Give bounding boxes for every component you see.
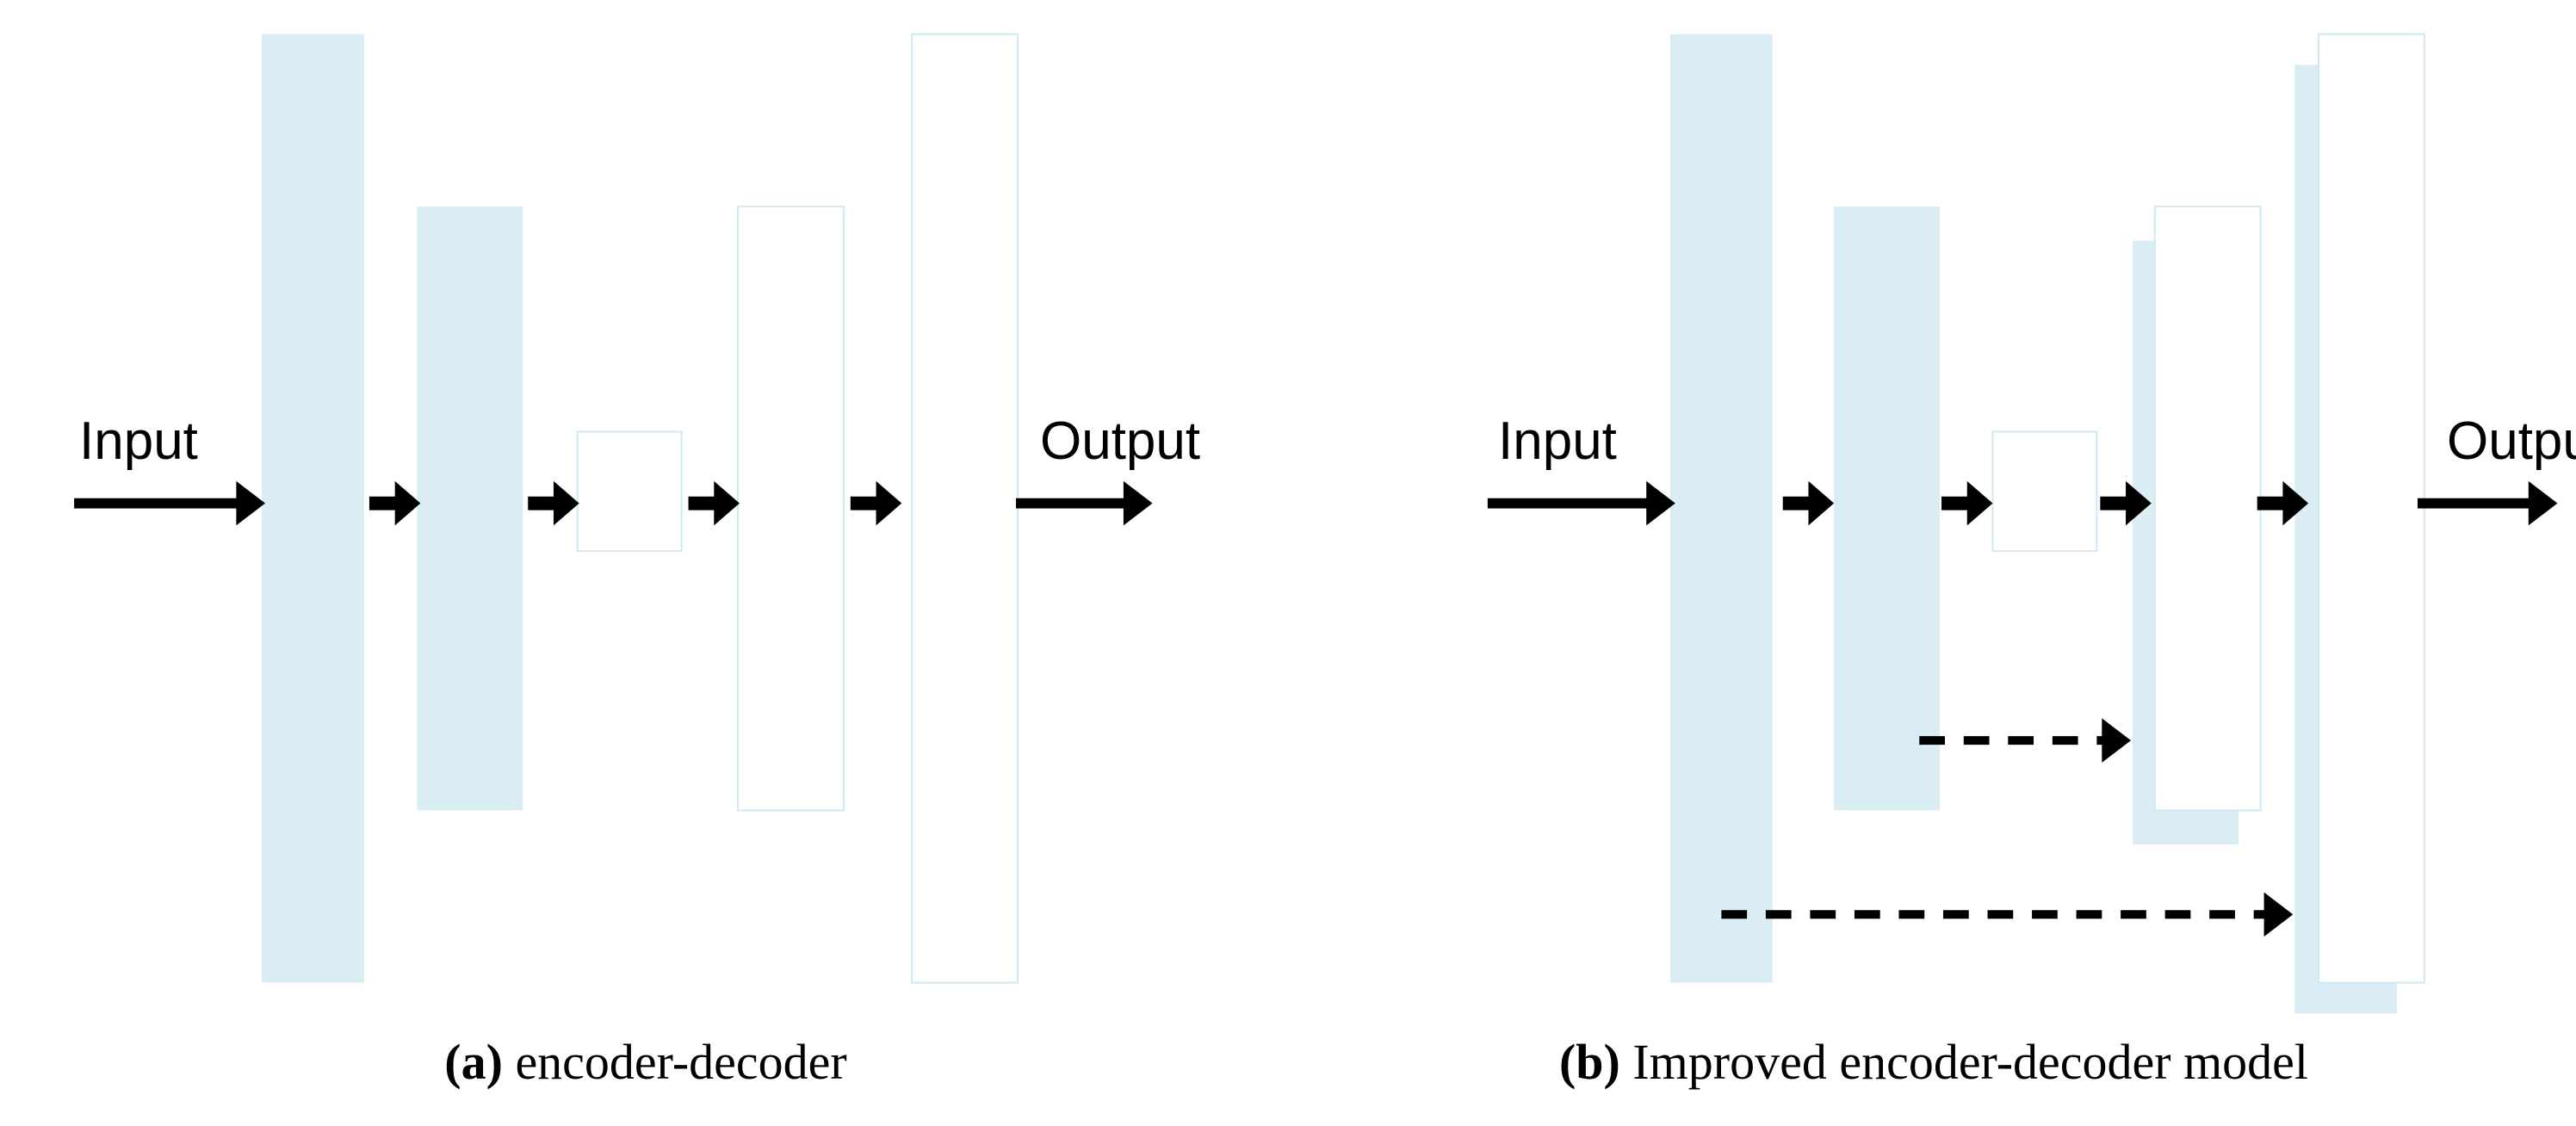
output-label: Output	[2447, 411, 2576, 471]
bottleneck-block	[576, 430, 683, 553]
skip-arrow-enc2-dec1-head	[2102, 718, 2132, 763]
decoder-block-2	[2318, 33, 2425, 984]
input-label: Input	[79, 411, 198, 471]
arrow-input	[1487, 480, 1675, 526]
skip-arrow-enc1-dec2	[1721, 892, 2294, 937]
arrow-enc2-bn	[528, 480, 579, 526]
arrow-enc2-bn-head	[553, 480, 579, 526]
arrow-enc1-enc2-head	[394, 480, 421, 526]
arrow-enc1-enc2	[368, 480, 421, 526]
arrow-output-head	[1123, 480, 1153, 526]
decoder-block-1	[737, 205, 845, 812]
panel-a-caption-prefix: (a)	[444, 1034, 503, 1090]
arrow-enc2-bn-head	[1966, 480, 1993, 526]
arrow-dec1-dec2	[850, 480, 902, 526]
arrow-enc2-bn	[1941, 480, 1993, 526]
arrow-input	[74, 480, 266, 526]
arrow-bn-dec1-head	[714, 480, 740, 526]
panel-a-caption-text: encoder-decoder	[502, 1034, 847, 1090]
arrow-enc1-enc2	[1782, 480, 1835, 526]
decoder-block-2	[911, 33, 1019, 984]
encoder-block-1	[262, 34, 364, 983]
arrow-dec1-dec2-head	[2282, 480, 2309, 526]
arrow-dec1-dec2-head	[876, 480, 902, 526]
arrow-output-head	[2528, 480, 2558, 526]
arrow-input-head	[1646, 480, 1675, 526]
panel-b-caption-text: Improved encoder-decoder model	[1619, 1034, 2309, 1090]
skip-arrow-enc1-dec2-head	[2263, 892, 2294, 937]
panel-a-canvas	[74, 33, 1153, 984]
encoder-block-2	[417, 206, 523, 811]
arrow-output	[1016, 480, 1153, 526]
panel-a-caption: (a) encoder-decoder	[0, 1033, 1291, 1091]
output-label: Output	[1040, 411, 1201, 471]
arrow-output	[2417, 480, 2558, 526]
panel-encoder-decoder: Input Output (a) encoder-decoder	[0, 33, 1291, 1091]
arrow-bn-dec1	[2100, 480, 2152, 526]
arrow-dec1-dec2	[2257, 480, 2309, 526]
decoder-block-1	[2153, 205, 2262, 812]
skip-arrow-enc2-dec1	[1919, 718, 2132, 763]
encoder-block-1	[1669, 34, 1773, 983]
arrow-bn-dec1-head	[2126, 480, 2152, 526]
panel-b-caption: (b) Improved encoder-decoder model	[1291, 1033, 2576, 1091]
input-label: Input	[1498, 411, 1617, 471]
arrow-enc1-enc2-head	[1808, 480, 1835, 526]
panel-b-caption-prefix: (b)	[1558, 1034, 1620, 1090]
bottleneck-block	[1991, 430, 2098, 553]
encoder-block-2	[1834, 206, 1941, 811]
arrow-bn-dec1	[688, 480, 740, 526]
arrow-input-head	[236, 480, 266, 526]
